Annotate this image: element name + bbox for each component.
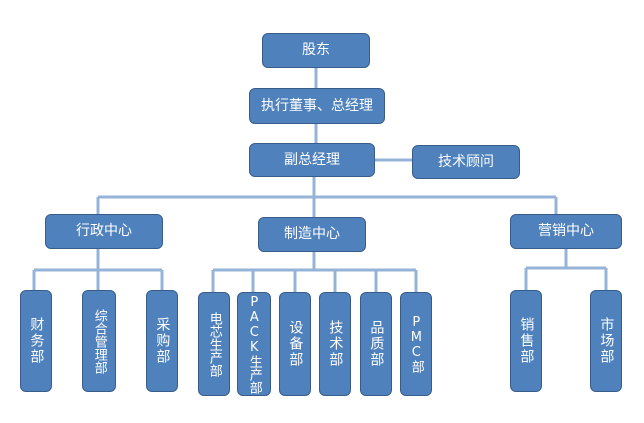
node-dept-equipment: 设备部 — [279, 292, 311, 396]
node-dept-cell-production: 电芯生产部 — [198, 292, 230, 396]
node-dept-quality: 品质部 — [360, 292, 392, 396]
node-shareholders: 股东 — [262, 33, 370, 68]
node-manufacturing-center: 制造中心 — [258, 217, 366, 252]
node-dept-pack-production: PACK生产部 — [237, 292, 271, 396]
node-dept-pmc: PMC部 — [400, 292, 432, 396]
node-dept-purchasing: 采购部 — [146, 290, 178, 392]
node-admin-center: 行政中心 — [45, 214, 163, 249]
node-deputy-gm: 副总经理 — [249, 143, 375, 177]
node-dept-market: 市场部 — [590, 290, 622, 392]
node-dept-general-management: 综合管理部 — [82, 290, 116, 392]
node-dept-finance: 财务部 — [20, 290, 52, 392]
node-executive-director-gm: 执行董事、总经理 — [249, 88, 385, 124]
node-technical-advisor: 技术顾问 — [412, 145, 520, 179]
node-marketing-center: 营销中心 — [510, 214, 622, 249]
node-dept-technology: 技术部 — [319, 292, 351, 396]
node-dept-sales: 销售部 — [510, 290, 542, 392]
